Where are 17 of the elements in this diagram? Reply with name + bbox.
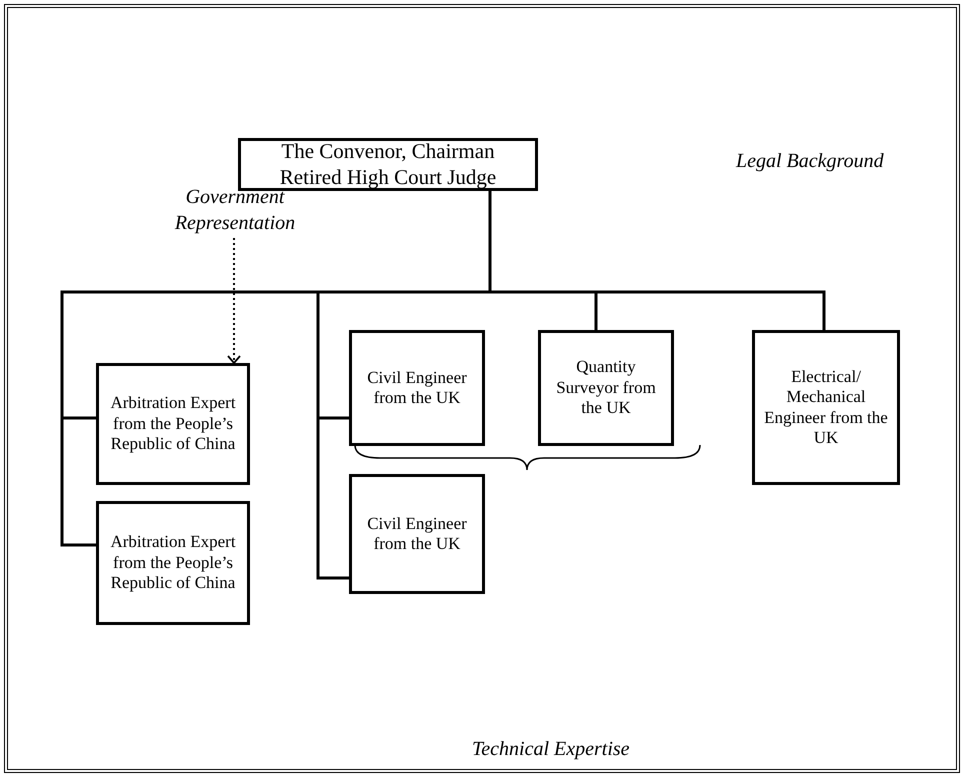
- annotation-label: Technical Expertise: [472, 738, 630, 761]
- role-text: Quantity Surveyor from the UK: [555, 357, 657, 419]
- connector-line: [488, 191, 826, 330]
- role-box: [96, 363, 250, 485]
- role-box: [96, 501, 250, 625]
- annotation-label: Legal Background: [736, 150, 884, 173]
- dotted-arrow: [227, 238, 241, 364]
- role-box: [349, 474, 485, 594]
- role-text: Arbitration Expert from the People’s Republic of China: [109, 532, 237, 594]
- role-text: Arbitration Expert from the People’s Republic of China: [109, 393, 237, 455]
- role-text: Civil Engineer from the UK: [366, 368, 468, 408]
- role-box: [238, 138, 538, 191]
- role-text: Civil Engineer from the UK: [366, 514, 468, 554]
- role-box: [538, 330, 674, 446]
- role-box: [752, 330, 900, 485]
- role-text: Electrical/ Mechanical Engineer from the UK: [763, 366, 889, 448]
- role-box: [349, 330, 485, 446]
